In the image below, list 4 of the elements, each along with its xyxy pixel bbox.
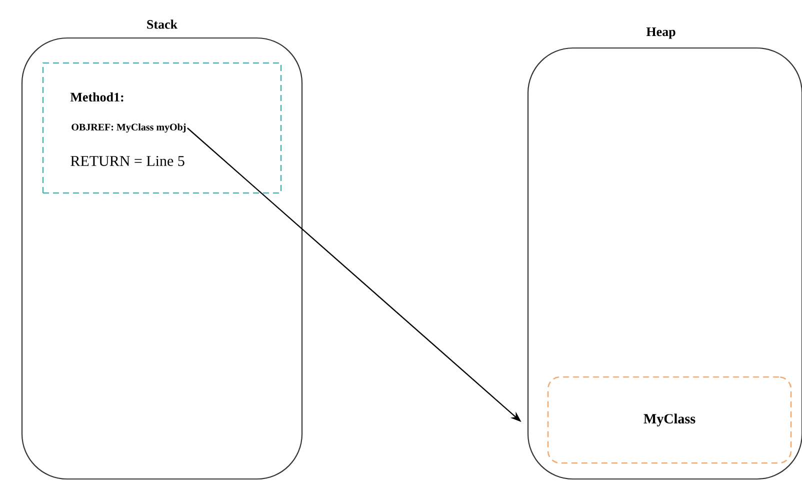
region-title: Heap [646, 28, 676, 39]
reference-text: OBJREF: MyClass myObj [72, 123, 186, 133]
object-box: MyClass [547, 376, 792, 464]
region-title: Stack [147, 20, 178, 29]
